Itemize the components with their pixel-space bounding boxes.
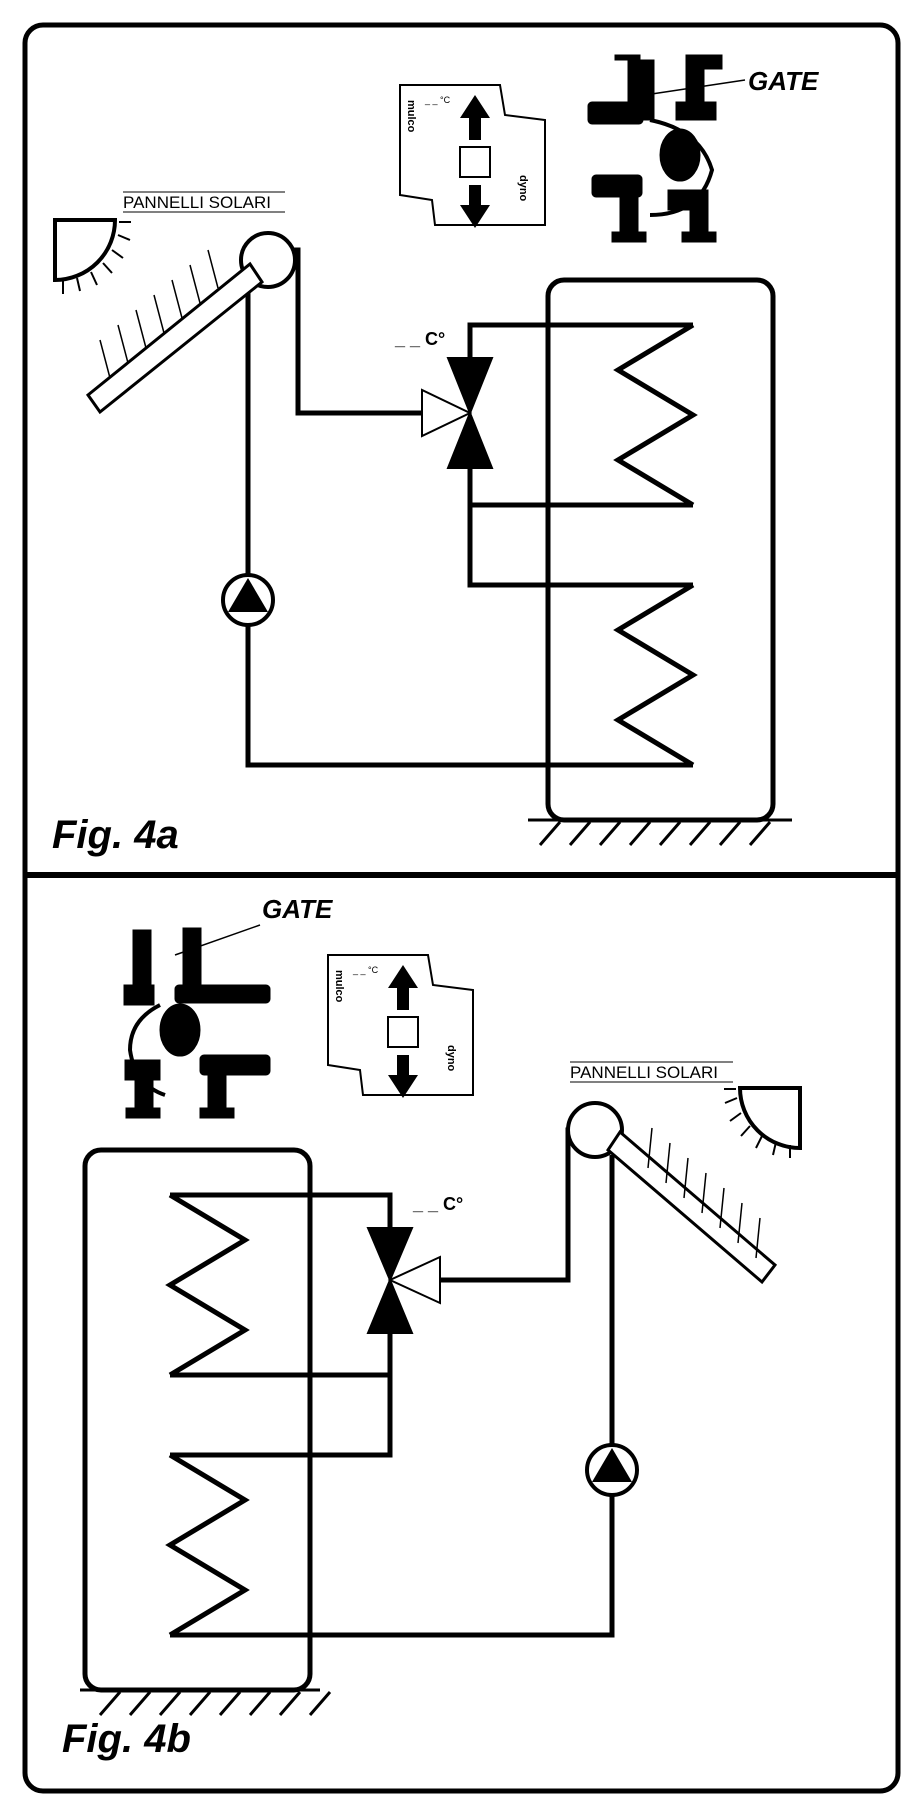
panel-label: PANNELLI SOLARI <box>570 1063 718 1082</box>
piping <box>170 1127 615 1638</box>
thermostat-brand-bottom: dyno <box>517 175 529 202</box>
outer-frame <box>22 22 901 1794</box>
gate-valve-section <box>587 54 723 243</box>
sun-icon <box>53 218 131 294</box>
collector-header <box>566 1101 624 1159</box>
valve-temp-label: _ _ C° <box>412 1194 463 1214</box>
figure-label-4a: Fig. 4a <box>52 813 179 857</box>
thermostat-temp: _ _ °C <box>352 965 379 975</box>
piping <box>245 247 693 768</box>
lower-coil <box>165 1452 250 1638</box>
three-way-valve <box>421 357 494 469</box>
gate-label: GATE <box>748 66 819 96</box>
upper-coil <box>165 1192 250 1378</box>
thermostat-brand-top: mulco <box>405 100 417 133</box>
thermostat-icon <box>327 954 474 1098</box>
three-way-valve <box>366 1227 441 1334</box>
thermostat-temp: _ _ °C <box>424 95 451 105</box>
thermostat-icon <box>399 84 546 228</box>
thermostat-brand-top: mulco <box>333 970 345 1003</box>
valve-temp-label: _ _ C° <box>394 329 445 349</box>
gate-valve-section <box>123 927 271 1119</box>
pump-icon <box>585 1443 639 1497</box>
thermostat-brand-bottom: dyno <box>445 1045 457 1072</box>
sun-icon <box>724 1086 802 1158</box>
figure-4a: _ _ C° PANNELLI SOLARI <box>52 54 819 857</box>
ground-hatch <box>528 818 792 846</box>
storage-tank <box>545 277 776 823</box>
storage-tank <box>82 1147 313 1693</box>
ground-hatch <box>80 1688 332 1716</box>
upper-coil <box>613 322 698 508</box>
solar-collector <box>566 1101 778 1285</box>
gate-label: GATE <box>262 894 333 924</box>
panel-label: PANNELLI SOLARI <box>123 193 271 212</box>
pump-icon <box>221 573 275 627</box>
lower-coil <box>613 582 698 768</box>
solar-collector <box>85 231 297 415</box>
figure-label-4b: Fig. 4b <box>62 1717 191 1761</box>
figure-4b: _ _ C° PANNELLI SOLARI <box>62 894 802 1761</box>
